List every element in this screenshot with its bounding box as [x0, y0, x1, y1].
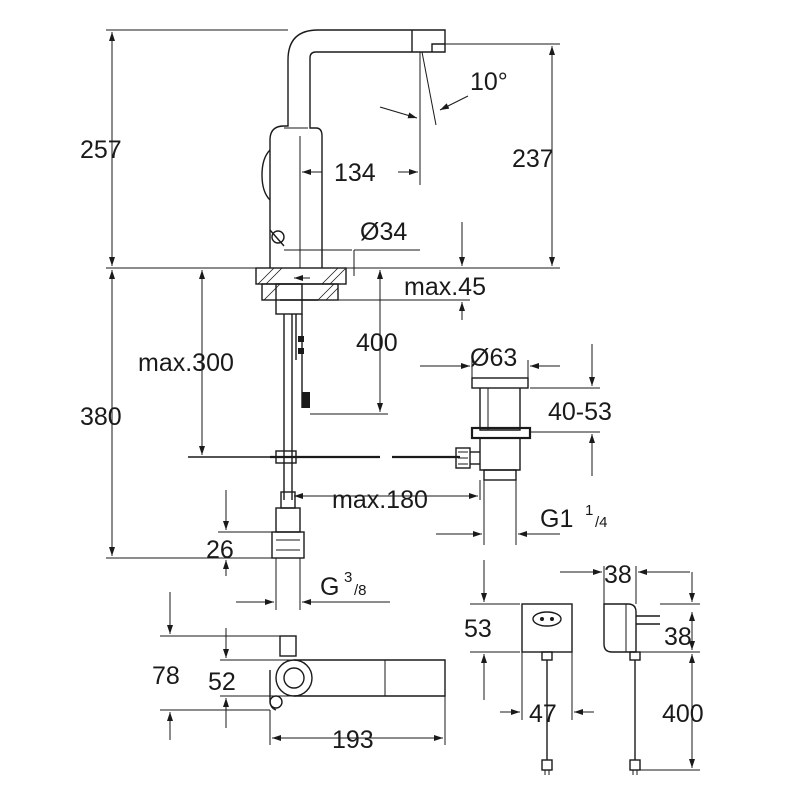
faucet-body [261, 29, 446, 268]
power-adapter-side [603, 603, 660, 775]
power-adapter-front [521, 603, 573, 775]
drain-assembly [455, 377, 532, 481]
label-g-three-eighths: G 3 /8 [320, 569, 367, 601]
label-257: 257 [80, 136, 122, 164]
label-40-53: 40-53 [548, 398, 612, 426]
label-10-degree: 10° [470, 68, 508, 96]
label-g1-quarter: G1 1 /4 [540, 502, 608, 533]
label-47: 47 [529, 700, 557, 728]
mounting-plate [255, 267, 347, 315]
label-400-hose: 400 [356, 329, 398, 357]
label-dia63: Ø63 [470, 344, 517, 372]
label-53: 53 [464, 615, 492, 643]
label-38-side: 38 [664, 623, 692, 651]
label-134: 134 [334, 159, 376, 187]
label-dia34: Ø34 [360, 218, 407, 246]
label-max45: max.45 [404, 273, 486, 301]
label-g1-sub: /4 [595, 514, 608, 531]
label-52: 52 [208, 668, 236, 696]
label-g3-sup: 3 [344, 569, 352, 586]
faucet-top-view [269, 635, 446, 711]
label-237: 237 [512, 145, 554, 173]
label-26: 26 [206, 536, 234, 564]
label-g1-sup: 1 [585, 502, 593, 519]
supply-hoses [188, 314, 460, 559]
label-g3-main: G [320, 573, 339, 601]
label-193: 193 [332, 726, 374, 754]
label-g3-sub: /8 [354, 582, 367, 599]
label-g1-main: G1 [540, 505, 573, 533]
dimension-lines [106, 29, 700, 771]
label-max180: max.180 [332, 486, 428, 514]
label-400-cable: 400 [662, 700, 704, 728]
label-max300: max.300 [138, 349, 234, 377]
label-78: 78 [152, 662, 180, 690]
label-38-top: 38 [604, 561, 632, 589]
dimension-labels: 257 10° 237 134 Ø34 max.45 max.300 400 3… [80, 68, 704, 754]
label-380: 380 [80, 403, 122, 431]
